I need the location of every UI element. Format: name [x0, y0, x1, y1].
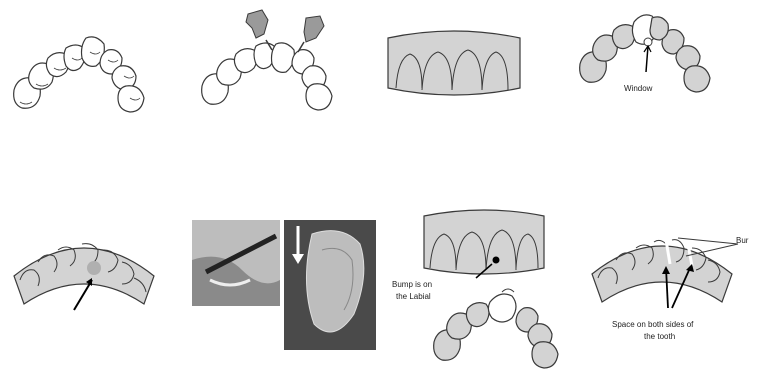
handpiece-right: [304, 16, 324, 42]
bur-space-panel: Bur Space on both sides of the tooth: [588, 218, 756, 358]
bur-label: Bur: [736, 236, 748, 246]
photo-pair-panel: [192, 220, 376, 350]
labial-bump-panel: Bump is on the Labial: [390, 206, 570, 374]
arch-instruments-figure: [196, 4, 346, 124]
arch-outline-figure: [8, 30, 158, 125]
labial-bump-figure: [390, 206, 570, 374]
space-label-line1: Space on both sides of: [612, 320, 693, 330]
arch-with-instruments-panel: [196, 4, 346, 124]
space-label-line2: the tooth: [644, 332, 675, 342]
gray-tooth-row-figure: [384, 28, 524, 98]
arch-bump-figure: [10, 228, 160, 323]
handpiece-left: [246, 10, 268, 38]
gray-tooth-row-panel: [384, 28, 524, 98]
arch-window-panel: Window: [576, 8, 726, 103]
window-label: Window: [624, 84, 652, 94]
arch-outline-panel: [8, 30, 158, 125]
labial-label-line1: Bump is on: [392, 280, 432, 290]
arch-bump-panel: [10, 228, 160, 323]
photo-pair-figure: [192, 220, 376, 350]
labial-label-line2: the Labial: [396, 292, 431, 302]
